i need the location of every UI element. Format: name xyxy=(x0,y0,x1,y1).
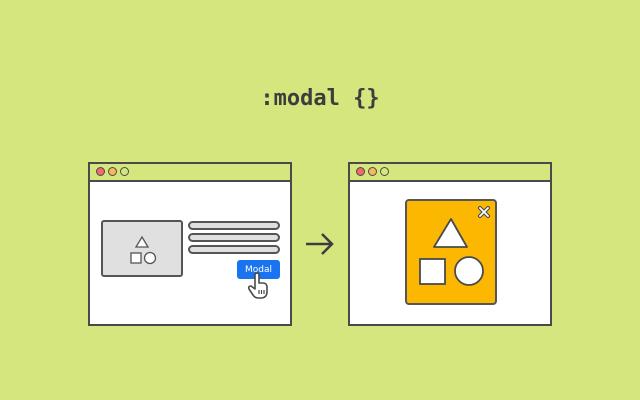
text-line xyxy=(188,245,280,254)
close-dot xyxy=(96,167,105,176)
text-line xyxy=(188,233,280,242)
shapes-icon xyxy=(130,235,157,265)
hand-pointer-icon xyxy=(247,272,268,299)
minimize-dot xyxy=(368,167,377,176)
browser-window-before: Modal xyxy=(88,162,292,326)
maximize-dot xyxy=(120,167,129,176)
close-icon[interactable] xyxy=(477,205,491,219)
minimize-dot xyxy=(108,167,117,176)
maximize-dot xyxy=(380,167,389,176)
window-titlebar xyxy=(90,164,290,182)
arrow-right-icon xyxy=(306,233,334,255)
text-line xyxy=(188,221,280,230)
shapes-icon xyxy=(419,218,484,286)
page-title: :modal {} xyxy=(260,86,380,111)
modal-button[interactable]: Modal xyxy=(237,260,280,279)
modal-dialog xyxy=(405,199,497,305)
close-dot xyxy=(356,167,365,176)
browser-window-after xyxy=(348,162,552,326)
window-titlebar xyxy=(350,164,550,182)
image-placeholder xyxy=(101,220,183,277)
